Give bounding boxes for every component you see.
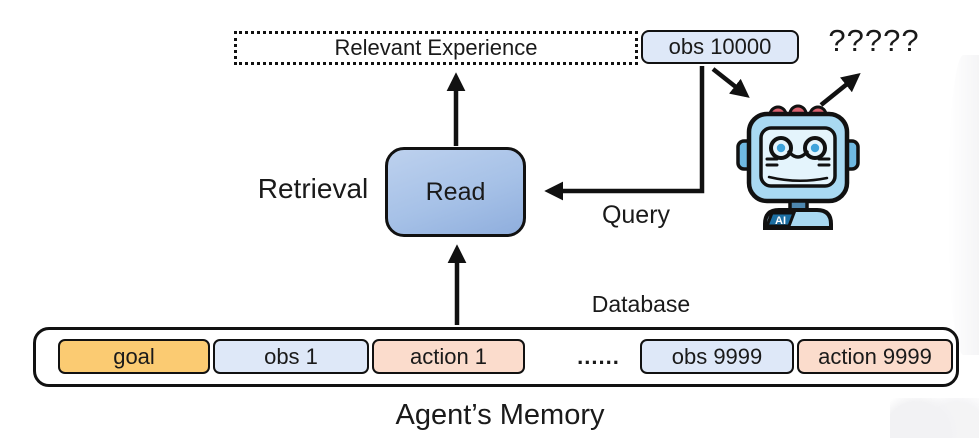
agent-memory-box: goal obs 1 action 1 ...... obs 9999 acti… xyxy=(33,327,959,387)
memory-chip-goal: goal xyxy=(58,339,210,374)
relevant-experience-label: Relevant Experience xyxy=(334,35,538,60)
arrow-query-elbow xyxy=(544,66,705,201)
watermark-right-edge xyxy=(948,55,979,355)
memory-chip-label: goal xyxy=(113,343,155,369)
arrow-obs-to-robot xyxy=(711,67,750,98)
current-observation-label: obs 10000 xyxy=(668,34,772,59)
current-observation-box: obs 10000 xyxy=(641,30,799,64)
watermark-corner xyxy=(890,398,979,438)
robot-ai-badge-text: AI xyxy=(775,215,786,227)
memory-chip-obs-1: obs 1 xyxy=(213,339,369,374)
memory-chip-label: action 1 xyxy=(409,343,488,369)
memory-chip-action-9999: action 9999 xyxy=(797,339,953,374)
ai-robot-icon: AI xyxy=(736,97,860,230)
memory-ellipsis: ...... xyxy=(577,343,620,369)
retrieval-label: Retrieval xyxy=(257,173,369,204)
relevant-experience-box: Relevant Experience xyxy=(234,31,638,65)
unknown-output-label: ????? xyxy=(828,23,920,58)
memory-caption: Agent’s Memory xyxy=(395,398,605,431)
memory-chip-obs-9999: obs 9999 xyxy=(640,339,794,374)
read-module-label: Read xyxy=(425,177,486,206)
memory-chip-label: obs 1 xyxy=(264,343,318,369)
database-label: Database xyxy=(591,290,691,317)
read-module-box: Read xyxy=(385,147,526,237)
memory-chip-label: action 9999 xyxy=(818,343,932,369)
query-label: Query xyxy=(601,200,671,229)
memory-chip-action-1: action 1 xyxy=(372,339,525,374)
memory-chip-label: obs 9999 xyxy=(671,343,763,369)
